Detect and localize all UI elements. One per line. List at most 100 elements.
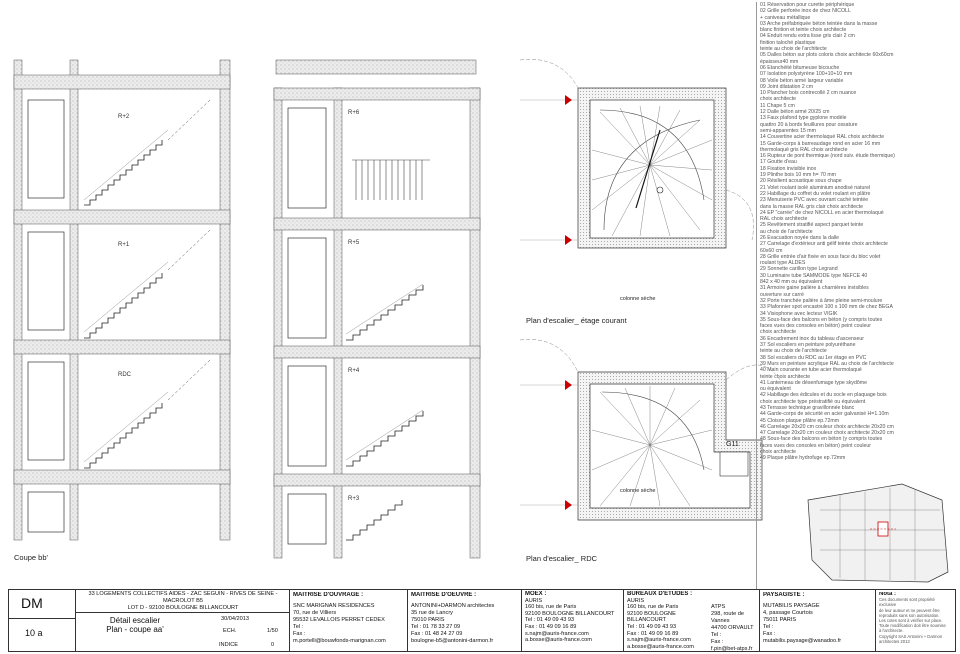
note-item: choix architecte bbox=[760, 96, 797, 103]
note-item: 21 Volet roulant isolé aluminium anodisé… bbox=[760, 184, 871, 191]
level-left-2: RDC bbox=[118, 372, 132, 378]
note-item: 46 Carrelage 20x20 cm couleur choix arch… bbox=[760, 423, 894, 430]
note-item: 48 Sous-face des balcons en béton (y com… bbox=[760, 436, 883, 443]
note-item: RAL choix architecte bbox=[760, 216, 808, 223]
date: 30/04/2013 bbox=[221, 616, 249, 622]
note-item: 28 Grille entrée d'air fixée en sous fac… bbox=[760, 253, 881, 260]
dry-riser-label-1: colonne sèche bbox=[620, 296, 656, 302]
note-item: teinte au choix de l'architecte bbox=[760, 46, 827, 53]
note-item: 10 Plancher bois contrecollé 2 cm nuance bbox=[760, 90, 857, 97]
note-item: quattro 20 à bords feuillures pour ossat… bbox=[760, 121, 858, 128]
note-item: 04 Enduit rendu extra lisse gris clair 2… bbox=[760, 33, 855, 40]
sheet-number: 10 a bbox=[25, 628, 43, 638]
note-item: 16 Rupteur de pont thermique (nord suiv.… bbox=[760, 153, 895, 160]
note-item: 49 Plaque plâtre hydrofuge ep.72mm bbox=[760, 455, 846, 462]
note-item: 22 Habillage du coffret du volet roulant… bbox=[760, 190, 871, 197]
plan-ground: G11 bbox=[519, 339, 781, 521]
note-item: 47 Carrelage 20x20 cm couleur choix arch… bbox=[760, 430, 894, 437]
note-item: 20 Résilient acoustique sous chape bbox=[760, 178, 842, 185]
note-item: 31 Armoire gaine palière à charnières in… bbox=[760, 285, 869, 292]
note-item: choix architecte bbox=[760, 329, 797, 336]
level-middle-0: R+6 bbox=[348, 110, 360, 116]
note-item: 14 Couvertine acier thermolaqué RAL choi… bbox=[760, 134, 885, 141]
section-middle: R+6 R+5 R+4 R+3 bbox=[273, 59, 481, 559]
note-item: semi-apparentes 15 mm bbox=[760, 127, 816, 134]
note-block: Nota : Ces documents sont propriété excl… bbox=[879, 592, 946, 644]
plan-typical bbox=[519, 59, 754, 249]
engineering-block: BUREAUX D'ETUDES : AURIS 160 bis, rue de… bbox=[627, 591, 694, 650]
note-item: teinte au choix de l'architecte bbox=[760, 348, 827, 355]
note-item: 23 Menuiserie PVC avec ouvrant caché tei… bbox=[760, 197, 869, 204]
note-item: 09 Joint dilatation 2 cm bbox=[760, 83, 814, 90]
note-item: 24 EP "carrée" de chez NICOLL en acier t… bbox=[760, 209, 884, 216]
note-item: épaisseur40 mm bbox=[760, 58, 799, 65]
note-item: 18 Fixation invisible inox bbox=[760, 165, 817, 172]
note-item: 60x60 cm bbox=[760, 247, 783, 254]
landscape-block: PAYSAGISTE : MUTABILIS PAYSAGE 4, passag… bbox=[763, 592, 842, 644]
section-label: Coupe bb' bbox=[14, 553, 48, 562]
project-title: 33 LOGEMENTS COLLECTIFS AIDES - ZAC SEGU… bbox=[88, 591, 278, 611]
note-item: 37 Sol escaliers en peinture polyuréthan… bbox=[760, 342, 856, 349]
note-item: 35 Sous-face des balcons en béton (y com… bbox=[760, 316, 883, 323]
revision-label: INDICE bbox=[219, 642, 238, 648]
note-item: 02 Grille perforée inox de chez NICOLL bbox=[760, 8, 851, 15]
note-item: 07 Isolation polystyrène 100+10+10 mm bbox=[760, 71, 853, 78]
note-item: 29 Sonnette carillon type Legrand bbox=[760, 266, 838, 273]
note-item: dans la masse RAL gris clair choix archi… bbox=[760, 203, 864, 210]
key-plan bbox=[807, 483, 949, 583]
note-item: blanc finition et teinte choix architect… bbox=[760, 27, 847, 34]
dry-riser-label-2: colonne sèche bbox=[620, 488, 656, 494]
note-item: 12 Dalle béton armé 20/25 cm bbox=[760, 109, 830, 116]
note-item: finition taloché plastique bbox=[760, 39, 816, 46]
architect-block: MAÎTRISE D'OEUVRE : ANTONINI+DARMON arch… bbox=[411, 592, 495, 644]
note-item: 34 Visiophone avec lecteur VIGIK bbox=[760, 310, 838, 317]
note-item: ouverture sur carré bbox=[760, 291, 804, 298]
title-block: DM 10 a 33 LOGEMENTS COLLECTIFS AIDES - … bbox=[8, 589, 956, 652]
section-left: R+2 R+1 RDC bbox=[13, 59, 231, 541]
note-item: 08 Voile béton armé largeur variable bbox=[760, 77, 844, 84]
note-item: 30 Luminaire tube SAMMODE type NEFCE 40 bbox=[760, 272, 868, 279]
note-item: 33 Plafonnier spot encastré 100 x 100 mm… bbox=[760, 304, 893, 311]
plan-typical-label: Plan d'escalier_ étage courant bbox=[526, 316, 627, 325]
atps-block: ATPS 298, route de Vannes 44700 ORVAULT … bbox=[711, 604, 754, 652]
note-item: 06 Étanchéité bitumeuse bicouche bbox=[760, 64, 840, 71]
lift-tag: G11 bbox=[726, 441, 739, 448]
note-item: 40 Main courante en tube acier thermolaq… bbox=[760, 367, 862, 374]
note-item: 32 Porte tranchée palière à âme pleine s… bbox=[760, 297, 883, 304]
client-block: MAÎTRISE D'OUVRAGE : SNC MARIGNAN RESIDE… bbox=[293, 592, 386, 644]
level-middle-1: R+5 bbox=[348, 240, 360, 246]
note-item: 43 Terrasse technique gravillonnée blanc bbox=[760, 405, 855, 411]
notes-legend: 01 Réservation pour curette périphérique… bbox=[756, 2, 960, 589]
note-item: 05 Dalles béton sur plots coloris choix … bbox=[760, 52, 894, 59]
note-item: choix architecte type préstratifié ou éq… bbox=[760, 398, 866, 405]
note-item: 38 Sol escaliers du RDC au 1er étage en … bbox=[760, 354, 867, 361]
level-left-1: R+1 bbox=[118, 242, 130, 248]
note-item: ou équivalent bbox=[760, 386, 791, 393]
note-item: 01 Réservation pour curette périphérique bbox=[760, 2, 855, 8]
note-item: 17 Goutte d'eau bbox=[760, 159, 797, 166]
note-item: au choix de l'architecte bbox=[760, 228, 813, 235]
note-item: 27 Carrelage d'extérieur anti gélif tein… bbox=[760, 241, 888, 248]
note-item: 41 Lanterneau de désenfumage type skydôm… bbox=[760, 379, 867, 386]
note-item: choix architecte bbox=[760, 449, 797, 456]
note-item: 19 Plinthe bois 10 mm h= 70 mm bbox=[760, 172, 836, 179]
plan-ground-label: Plan d'escalier_ RDC bbox=[526, 554, 598, 563]
note-item: faces vues des consoles en béton) peint … bbox=[760, 323, 872, 330]
note-item: 11 Chape 5 cm bbox=[760, 102, 795, 109]
note-item: 39 Murs en peinture acrylique RAL au cho… bbox=[760, 360, 894, 367]
level-left-0: R+2 bbox=[118, 114, 130, 120]
note-item: 36 Encadrement inox du tableau d'ascense… bbox=[760, 335, 864, 342]
moex-block: MOEX : AURIS 160 bis, rue de Paris 92100… bbox=[525, 591, 615, 644]
scale-value: 1/50 bbox=[267, 628, 278, 634]
drawing-title: Détail escalier Plan - coupe aa' bbox=[106, 616, 164, 634]
note-item: 842 x 40 mm ou équivalent bbox=[760, 279, 823, 286]
note-item: roulant type ALDES bbox=[760, 260, 806, 267]
note-item: faces vues des consoles en béton) peint … bbox=[760, 442, 872, 449]
note-item: 45 Cloison plaque plâtre ep.72mm bbox=[760, 417, 840, 424]
note-item: 42 Habillage des édicules et du socle en… bbox=[760, 392, 887, 399]
level-middle-3: R+3 bbox=[348, 496, 360, 502]
level-middle-2: R+4 bbox=[348, 368, 360, 374]
scale-label: ECH. bbox=[223, 628, 237, 634]
note-item: 03 Arche préfabriquée béton teintée dans… bbox=[760, 20, 878, 27]
